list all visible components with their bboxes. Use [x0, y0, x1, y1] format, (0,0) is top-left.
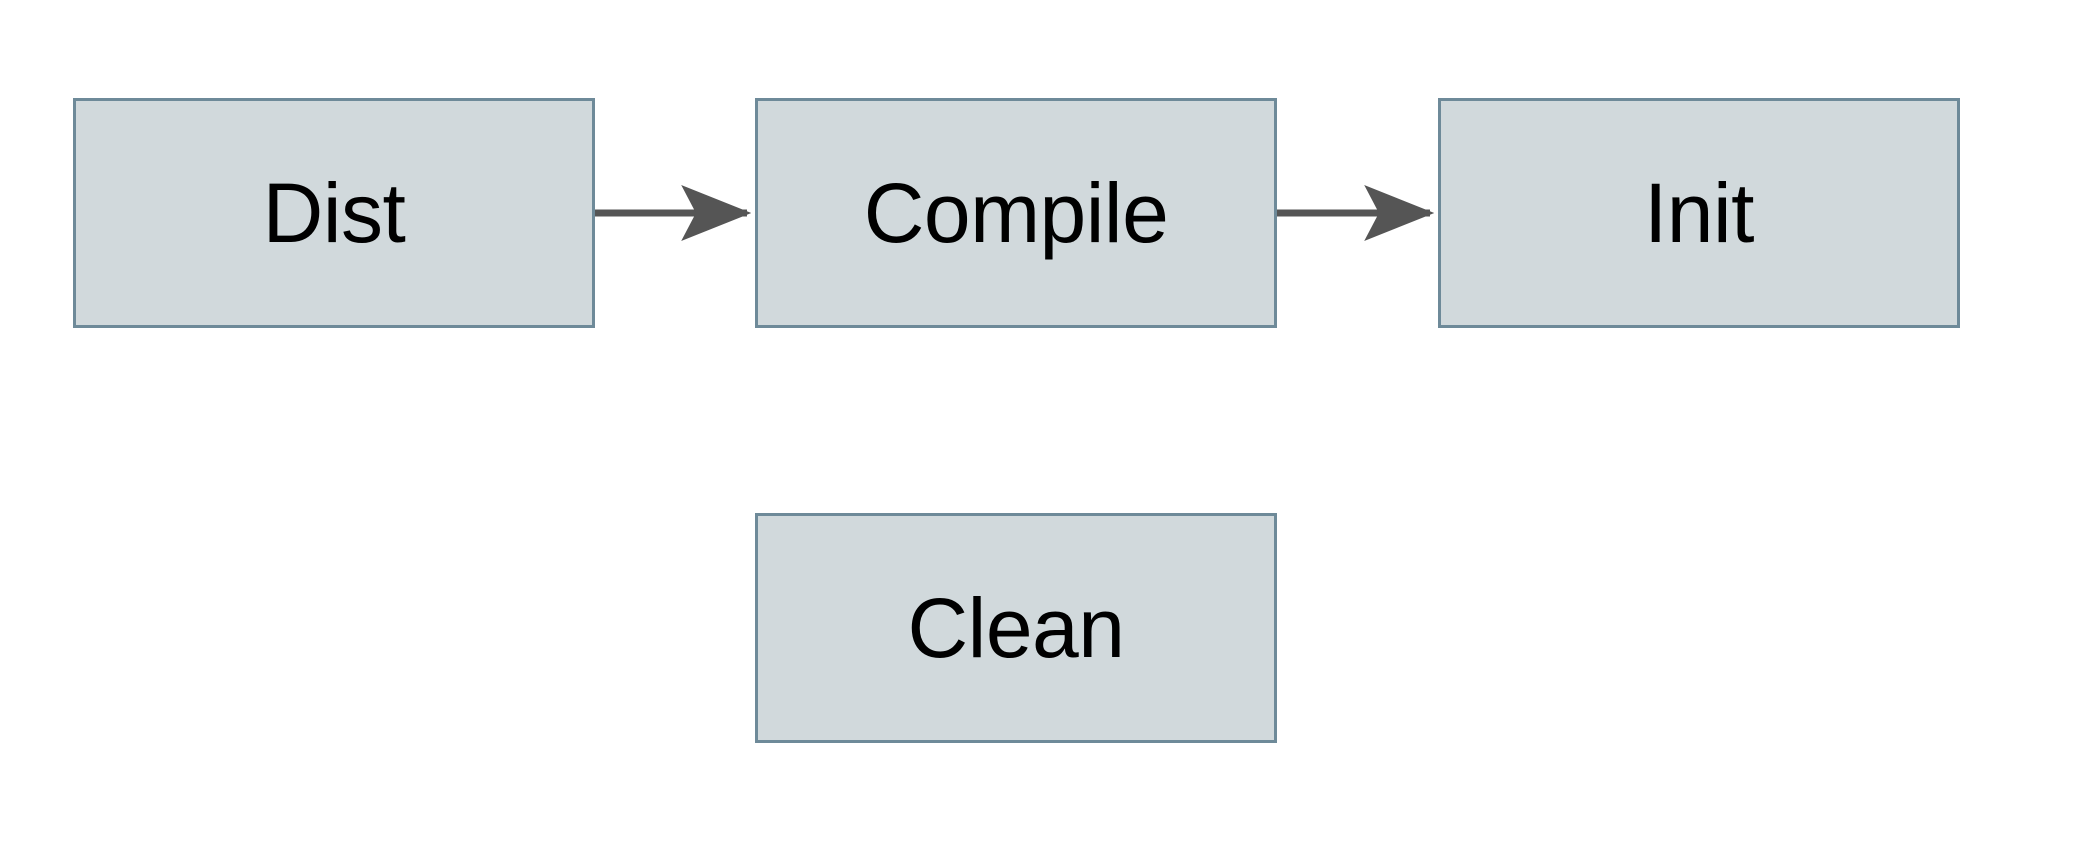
node-init-label: Init	[1643, 166, 1755, 260]
node-dist-label: Dist	[262, 166, 406, 260]
node-clean-label: Clean	[907, 581, 1125, 675]
node-init[interactable]: Init	[1438, 98, 1960, 328]
node-dist[interactable]: Dist	[73, 98, 595, 328]
node-compile-label: Compile	[863, 166, 1169, 260]
node-compile[interactable]: Compile	[755, 98, 1277, 328]
node-clean[interactable]: Clean	[755, 513, 1277, 743]
